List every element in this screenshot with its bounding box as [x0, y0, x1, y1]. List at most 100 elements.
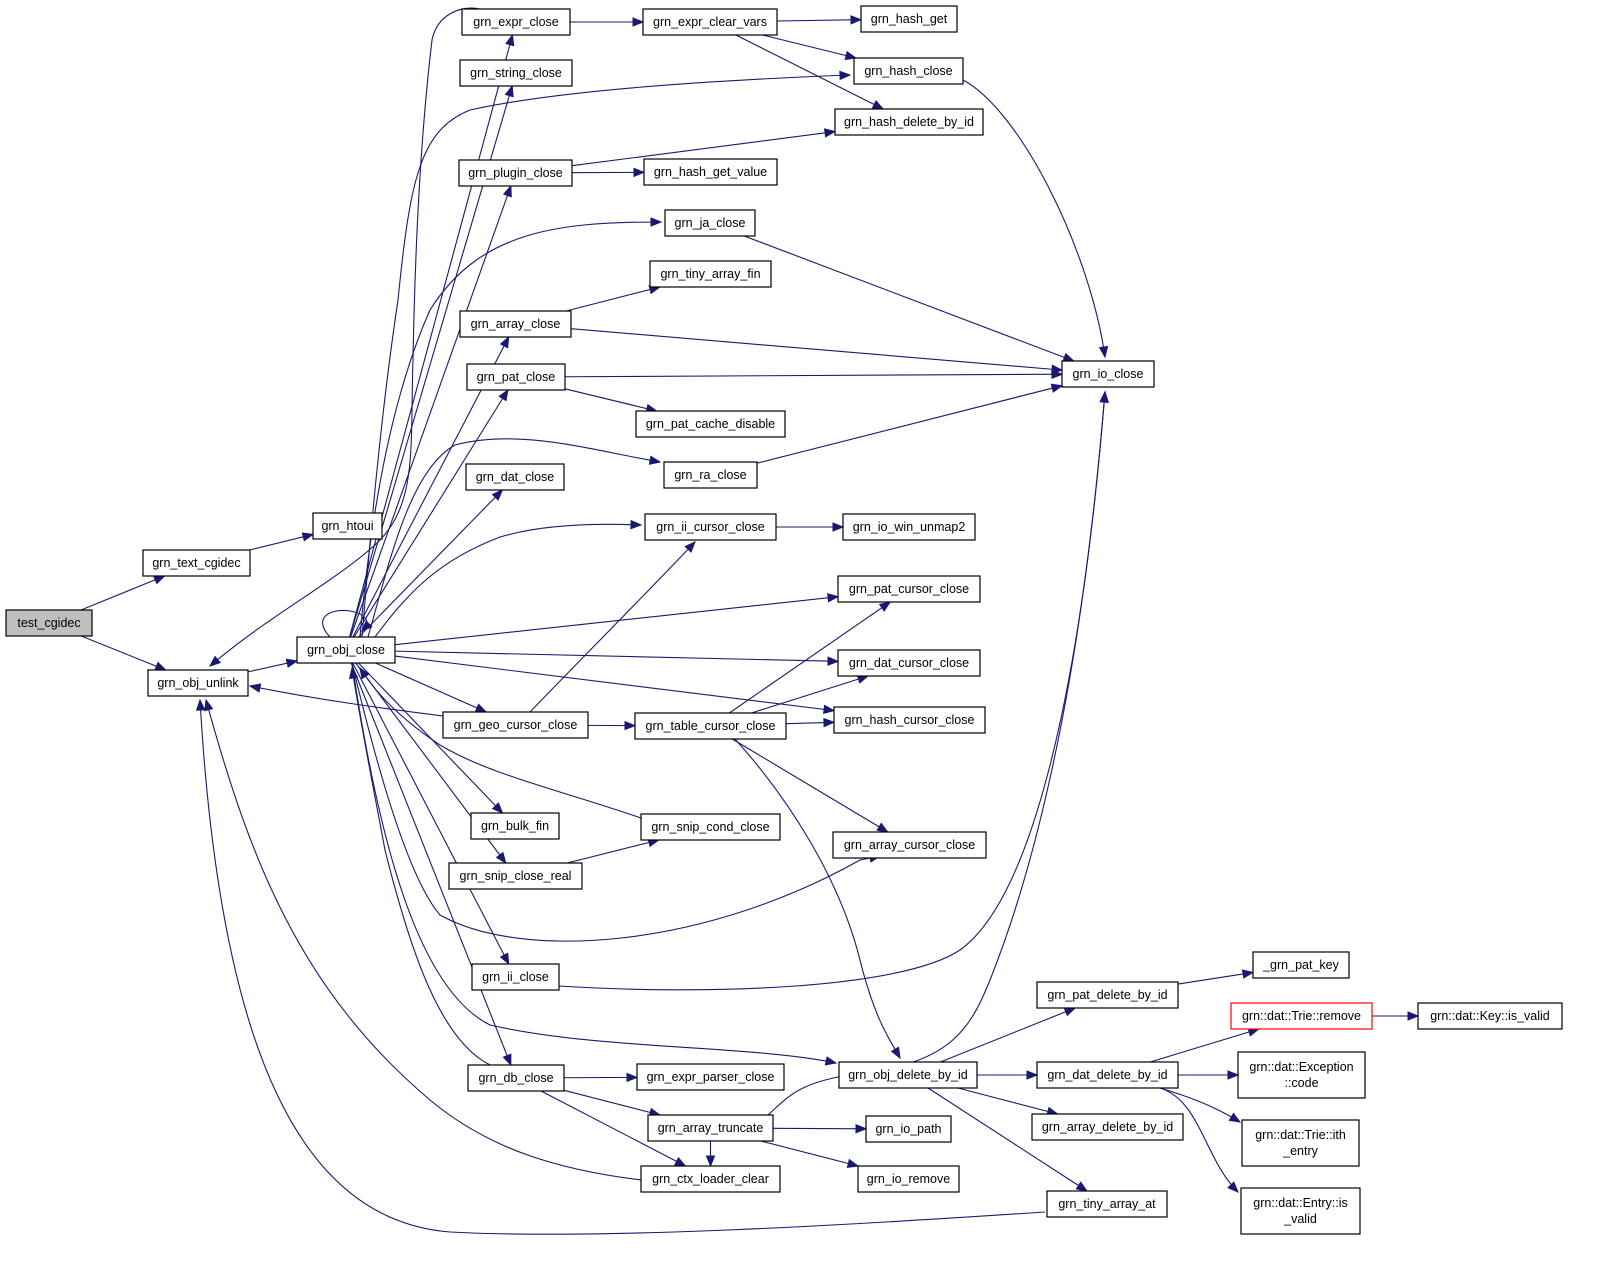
edge-grn_array_truncate-to-grn_ctx_loader_clear	[705, 1141, 716, 1168]
node-grn_io_win_unmap2[interactable]: grn_io_win_unmap2	[842, 513, 976, 541]
node-entry_is_valid[interactable]: grn::dat::Entry::is_valid	[1240, 1187, 1361, 1235]
nodes-layer: test_cgidec grn_text_cgidec grn_htoui grn_o…	[5, 5, 1563, 1235]
node-box	[636, 1063, 785, 1091]
edge-grn_geo_cursor_close-to-grn_obj_unlink	[248, 683, 444, 717]
arrowhead	[630, 519, 643, 530]
node-grn_obj_delete_by_id[interactable]: grn_obj_delete_by_id	[838, 1061, 978, 1089]
node-grn_tiny_array_fin[interactable]: grn_tiny_array_fin	[649, 260, 772, 288]
node-grn_snip_cond_close[interactable]: grn_snip_cond_close	[640, 813, 781, 841]
node-grn_dat_cursor_close[interactable]: grn_dat_cursor_close	[837, 649, 981, 677]
edge-line	[358, 489, 503, 638]
node-grn_ii_cursor_close[interactable]: grn_ii_cursor_close	[644, 513, 777, 541]
node-grn_io_path[interactable]: grn_io_path	[865, 1115, 952, 1143]
node-grn_hash_get_value[interactable]: grn_hash_get_value	[643, 158, 778, 186]
node-grn_pat_delete_by_id[interactable]: grn_pat_delete_by_id	[1036, 981, 1179, 1009]
node-grn_array_delete_by_id[interactable]: grn_array_delete_by_id	[1031, 1113, 1184, 1141]
edge-line	[734, 738, 901, 1059]
node-grn_hash_delete_by_id[interactable]: grn_hash_delete_by_id	[834, 108, 984, 136]
node-grn_geo_cursor_close[interactable]: grn_geo_cursor_close	[442, 711, 589, 739]
arrowhead	[498, 388, 509, 402]
node-grn_array_cursor_close[interactable]: grn_array_cursor_close	[832, 831, 987, 859]
node-label: grn_ii_cursor_close	[656, 520, 764, 534]
node-grn_dat_delete_by_id[interactable]: grn_dat_delete_by_id	[1036, 1061, 1179, 1089]
node-grn_string_close[interactable]: grn_string_close	[459, 59, 573, 87]
node-box	[448, 862, 583, 890]
node-grn_pat_cache_disable[interactable]: grn_pat_cache_disable	[635, 410, 786, 438]
edge-line	[744, 235, 1074, 362]
node-grn_snip_close_real[interactable]: grn_snip_close_real	[448, 862, 583, 890]
node-grn_ctx_loader_clear[interactable]: grn_ctx_loader_clear	[640, 1165, 781, 1193]
node-grn_expr_close[interactable]: grn_expr_close	[461, 8, 571, 36]
edge-grn_geo_cursor_close-to-grn_table_cursor_close	[587, 720, 637, 731]
node-box	[832, 831, 987, 859]
node-label: grn_bulk_fin	[481, 819, 549, 833]
node-test_cgidec[interactable]: test_cgidec	[5, 609, 93, 637]
node-grn_io_close[interactable]: grn_io_close	[1061, 360, 1155, 388]
node-grn_hash_get[interactable]: grn_hash_get	[860, 5, 958, 33]
edge-line	[351, 662, 837, 1064]
arrowhead	[673, 1156, 687, 1167]
node-grn_ra_close[interactable]: grn_ra_close	[663, 461, 758, 489]
node-grn_array_close[interactable]: grn_array_close	[459, 310, 572, 338]
edge-grn_obj_close-to-grn_pat_cursor_close	[394, 593, 840, 646]
node-grn_hash_cursor_close[interactable]: grn_hash_cursor_close	[833, 706, 986, 734]
arrowhead	[1228, 1112, 1242, 1123]
node-grn_array_truncate[interactable]: grn_array_truncate	[647, 1114, 774, 1142]
node-grn_ja_close[interactable]: grn_ja_close	[664, 209, 756, 237]
node-grn_text_cgidec[interactable]: grn_text_cgidec	[142, 549, 251, 577]
node-box	[663, 461, 758, 489]
node-grn_dat_close[interactable]: grn_dat_close	[465, 463, 565, 491]
arrowhead	[1098, 345, 1109, 359]
node-trie_remove[interactable]: grn::dat::Trie::remove	[1230, 1002, 1373, 1030]
node-grn_obj_close[interactable]: grn_obj_close	[296, 636, 396, 664]
arrowhead	[1063, 1007, 1077, 1017]
node-grn_hash_close[interactable]: grn_hash_close	[853, 57, 964, 85]
node-label: grn_expr_parser_close	[647, 1070, 775, 1084]
node-grn_expr_parser_close[interactable]: grn_expr_parser_close	[636, 1063, 785, 1091]
edge-line	[350, 662, 512, 1066]
node-grn_plugin_close[interactable]: grn_plugin_close	[458, 159, 573, 187]
node-label: grn_snip_cond_close	[651, 820, 769, 834]
node-grn_pat_cursor_close[interactable]: grn_pat_cursor_close	[837, 575, 981, 603]
edge-trie_remove-to-key_is_valid	[1372, 1011, 1420, 1021]
node-_grn_pat_key[interactable]: _grn_pat_key	[1252, 951, 1350, 979]
node-label: grn_geo_cursor_close	[454, 718, 578, 732]
edge-line	[1150, 1028, 1259, 1063]
node-label: _entry	[1282, 1144, 1318, 1158]
node-label: grn::dat::Trie::remove	[1242, 1009, 1361, 1023]
node-grn_obj_unlink[interactable]: grn_obj_unlink	[147, 669, 249, 697]
node-box	[471, 963, 560, 991]
node-grn_io_remove[interactable]: grn_io_remove	[857, 1165, 960, 1193]
node-box	[470, 812, 560, 840]
node-grn_expr_clear_vars[interactable]: grn_expr_clear_vars	[642, 8, 778, 36]
node-exception_code[interactable]: grn::dat::Exception::code	[1237, 1051, 1366, 1099]
node-label: grn_array_delete_by_id	[1042, 1120, 1173, 1134]
node-grn_pat_close[interactable]: grn_pat_close	[466, 363, 566, 391]
node-label: grn_expr_clear_vars	[653, 15, 767, 29]
arrowhead	[348, 666, 359, 680]
node-grn_table_cursor_close[interactable]: grn_table_cursor_close	[634, 712, 787, 740]
node-box	[1046, 1190, 1168, 1218]
node-key_is_valid[interactable]: grn::dat::Key::is_valid	[1417, 1002, 1563, 1030]
node-box	[857, 1165, 960, 1193]
arrowhead	[359, 666, 370, 680]
node-grn_db_close[interactable]: grn_db_close	[467, 1064, 565, 1092]
node-label: _grn_pat_key	[1262, 958, 1340, 972]
node-grn_bulk_fin[interactable]: grn_bulk_fin	[470, 812, 560, 840]
arrowhead	[491, 802, 504, 814]
edge-grn_obj_close-to-grn_ja_close	[359, 217, 663, 638]
arrowhead	[154, 661, 167, 671]
edge-line	[564, 388, 657, 412]
node-label: grn_array_close	[471, 317, 561, 331]
node-grn_ii_close[interactable]: grn_ii_close	[471, 963, 560, 991]
node-label: grn::dat::Entry::is	[1253, 1196, 1347, 1210]
node-box	[853, 57, 964, 85]
node-box	[459, 59, 573, 87]
node-grn_htoui[interactable]: grn_htoui	[312, 512, 383, 540]
arrowhead	[684, 541, 696, 553]
node-trie_ith_entry[interactable]: grn::dat::Trie::ith_entry	[1241, 1119, 1360, 1167]
edge-grn_array_close-to-grn_tiny_array_fin	[566, 285, 662, 312]
node-box	[1036, 981, 1179, 1009]
node-grn_tiny_array_at[interactable]: grn_tiny_array_at	[1046, 1190, 1168, 1218]
node-label: grn_array_cursor_close	[844, 838, 975, 852]
